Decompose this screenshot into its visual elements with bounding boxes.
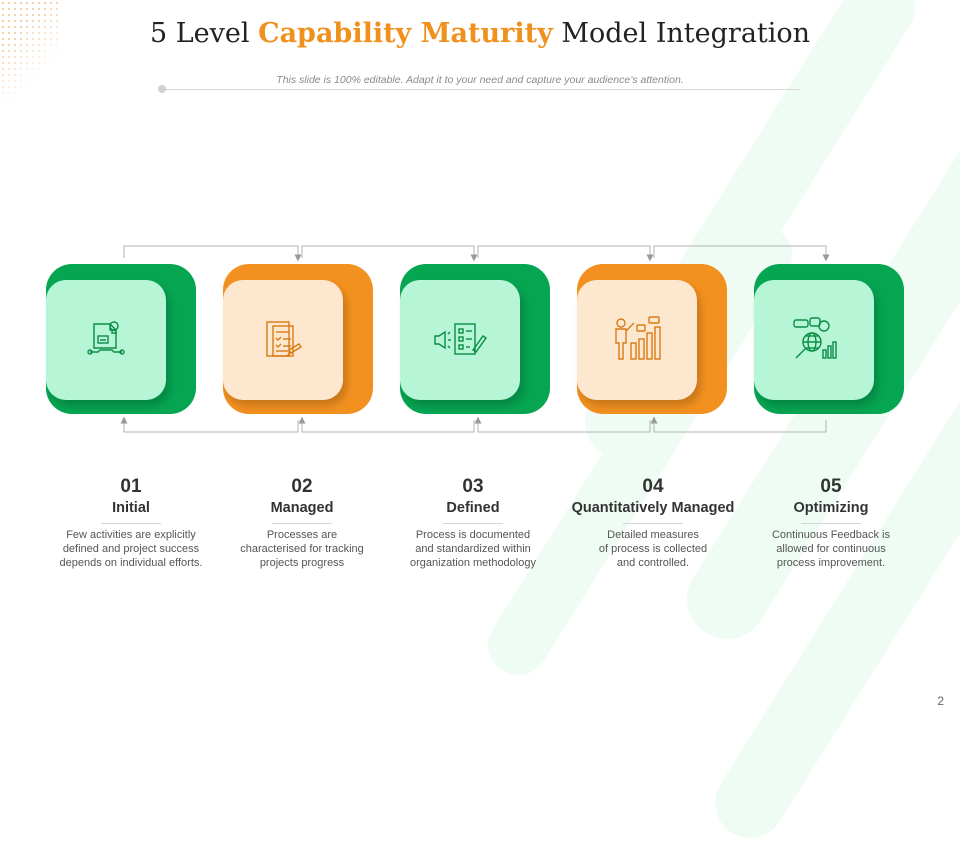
- tile-backdrop: [223, 264, 373, 414]
- level-name: Managed: [270, 500, 334, 516]
- megaphone-checklist-icon: [434, 323, 487, 355]
- tile-backdrop: [400, 264, 550, 414]
- level-number: 02: [291, 476, 313, 497]
- level-name: Optimizing: [793, 500, 869, 516]
- level-name: Initial: [112, 500, 150, 516]
- connector-lines: [120, 245, 830, 433]
- level-info-05: 05 Optimizing Continuous Feedback is all…: [741, 476, 921, 570]
- level-description: Detailed measures of process is collecte…: [598, 529, 708, 569]
- subtitle-divider-dot: [158, 85, 166, 93]
- slide-subtitle: This slide is 100% editable. Adapt it to…: [276, 74, 684, 86]
- tile-card: [577, 280, 697, 400]
- presenter-bar-chart-icon: [615, 316, 661, 360]
- slide-title: 5 Level Capability Maturity Model Integr…: [0, 18, 960, 49]
- level-info-02: 02 Managed Processes are characterised f…: [212, 476, 392, 570]
- tile-card: [400, 280, 520, 400]
- subtitle-divider: [162, 89, 800, 90]
- level-divider: [801, 523, 861, 524]
- title-accent: Capability Maturity: [258, 18, 553, 49]
- level-divider: [443, 523, 503, 524]
- level-description: Few activities are explicitly defined an…: [59, 529, 203, 569]
- tile-card: [223, 280, 343, 400]
- level-info-01: 01 Initial Few activities are explicitly…: [41, 476, 221, 570]
- tile-card: [46, 280, 166, 400]
- level-divider: [272, 523, 332, 524]
- decorative-dot-pattern: [0, 0, 60, 100]
- level-description: Processes are characterised for tracking…: [240, 529, 364, 569]
- page-number: 2: [937, 694, 944, 708]
- document-lightbulb-wrench-icon: [87, 321, 125, 355]
- level-info-03: 03 Defined Process is documented and sta…: [383, 476, 563, 570]
- tile-backdrop: [754, 264, 904, 414]
- level-number: 03: [462, 476, 484, 497]
- level-number: 04: [642, 476, 664, 497]
- level-description: Continuous Feedback is allowed for conti…: [771, 529, 890, 569]
- level-name: Defined: [446, 500, 500, 516]
- globe-magnifier-chart-icon: [793, 317, 837, 359]
- tile-card: [754, 280, 874, 400]
- level-number: 01: [120, 476, 142, 497]
- level-divider: [101, 523, 161, 524]
- checklist-tracking-icon: [266, 321, 302, 357]
- tile-backdrop: [577, 264, 727, 414]
- level-description: Process is documented and standardized w…: [410, 529, 536, 569]
- level-number: 05: [820, 476, 842, 497]
- level-info-04: 04 Quantitatively Managed Detailed measu…: [563, 476, 743, 570]
- title-part-2: Model Integration: [561, 18, 811, 49]
- title-part-1: 5 Level: [149, 18, 250, 49]
- level-name: Quantitatively Managed: [571, 500, 735, 516]
- tile-backdrop: [46, 264, 196, 414]
- level-divider: [623, 523, 683, 524]
